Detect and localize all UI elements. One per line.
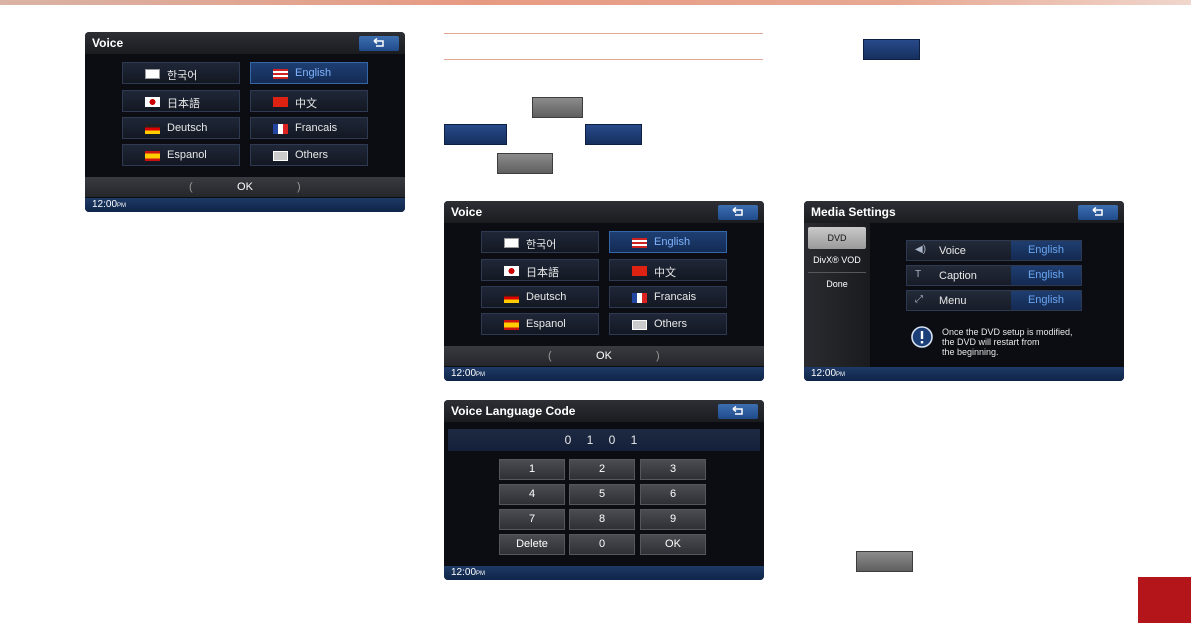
key-0[interactable]: 0: [569, 534, 635, 555]
china-flag-icon: [632, 266, 647, 276]
lang-english-button[interactable]: English: [250, 62, 368, 84]
us-flag-icon: [632, 238, 647, 248]
france-flag-icon: [632, 293, 647, 303]
key-2[interactable]: 2: [569, 459, 635, 480]
back-button[interactable]: [718, 205, 758, 220]
lang-japanese-button[interactable]: 日本語: [481, 259, 599, 281]
key-3[interactable]: 3: [640, 459, 706, 480]
dvd-restart-notice: Once the DVD setup is modified, the DVD …: [942, 327, 1073, 357]
lang-others-button[interactable]: Others: [250, 144, 368, 166]
blue-key-chip: [585, 124, 642, 145]
clock: 12:00: [451, 567, 477, 578]
ok-button[interactable]: (OK): [444, 346, 764, 366]
others-icon: [632, 320, 647, 330]
top-accent-bar: [0, 0, 1191, 5]
clock: 12:00: [811, 368, 837, 379]
lang-german-button[interactable]: Deutsch: [481, 286, 599, 308]
ok-button[interactable]: (OK): [85, 177, 405, 197]
germany-flag-icon: [145, 124, 160, 134]
lang-english-button[interactable]: English: [609, 231, 727, 253]
clock: 12:00: [92, 199, 118, 210]
tab-divx-vod[interactable]: DivX® VOD: [813, 255, 861, 265]
lang-others-button[interactable]: Others: [609, 313, 727, 335]
menu-icon: ⤢: [915, 294, 923, 305]
status-bar: 12:00PM: [804, 367, 1124, 381]
media-settings-screen: Media Settings DVD DivX® VOD Done ◀) Voi…: [804, 201, 1124, 381]
header-rule-top: [444, 33, 763, 34]
gray-key-chip: [856, 551, 913, 572]
voice-language-code-screen: Voice Language Code 0 1 0 1 1 2 3 4 5 6 …: [444, 400, 764, 580]
clock: 12:00: [451, 368, 477, 379]
media-title: Media Settings: [804, 201, 1124, 223]
voice-setting-row[interactable]: ◀) Voice English: [906, 240, 1082, 261]
gray-key-chip: [497, 153, 553, 174]
key-9[interactable]: 9: [640, 509, 706, 530]
key-5[interactable]: 5: [569, 484, 635, 505]
key-6[interactable]: 6: [640, 484, 706, 505]
korea-flag-icon: [504, 238, 519, 248]
speaker-icon: ◀): [915, 244, 927, 255]
germany-flag-icon: [504, 293, 519, 303]
caption-value: English: [1011, 266, 1081, 285]
ok-key[interactable]: OK: [640, 534, 706, 555]
back-button[interactable]: [1078, 205, 1118, 220]
blue-key-chip: [444, 124, 507, 145]
key-7[interactable]: 7: [499, 509, 565, 530]
lang-japanese-button[interactable]: 日本語: [122, 90, 240, 112]
lang-chinese-button[interactable]: 中文: [609, 259, 727, 281]
page-marker: [1138, 577, 1191, 623]
china-flag-icon: [273, 97, 288, 107]
japan-flag-icon: [145, 97, 160, 107]
lang-spanish-button[interactable]: Espanol: [481, 313, 599, 335]
voice-title: Voice: [444, 201, 764, 223]
lang-korean-button[interactable]: 한국어: [481, 231, 599, 253]
status-bar: 12:00PM: [85, 198, 405, 212]
back-arrow-icon: [732, 207, 743, 216]
us-flag-icon: [273, 69, 288, 79]
voice-screen-left: Voice 한국어 English 日本語 中文 Deutsch Francai…: [85, 32, 405, 212]
voice-title: Voice: [85, 32, 405, 54]
header-rule-bottom: [444, 59, 763, 60]
status-bar: 12:00PM: [444, 566, 764, 580]
lang-german-button[interactable]: Deutsch: [122, 117, 240, 139]
lang-spanish-button[interactable]: Espanol: [122, 144, 240, 166]
status-bar: 12:00PM: [444, 367, 764, 381]
voice-value: English: [1011, 241, 1081, 260]
back-arrow-icon: [373, 38, 384, 47]
lang-french-button[interactable]: Francais: [250, 117, 368, 139]
spain-flag-icon: [145, 151, 160, 161]
delete-key[interactable]: Delete: [499, 534, 565, 555]
key-1[interactable]: 1: [499, 459, 565, 480]
voice-screen-middle: Voice 한국어 English 日本語 中文 Deutsch Francai…: [444, 201, 764, 381]
key-4[interactable]: 4: [499, 484, 565, 505]
spain-flag-icon: [504, 320, 519, 330]
lang-french-button[interactable]: Francais: [609, 286, 727, 308]
japan-flag-icon: [504, 266, 519, 276]
france-flag-icon: [273, 124, 288, 134]
back-arrow-icon: [732, 406, 743, 415]
back-arrow-icon: [1092, 207, 1103, 216]
done-button[interactable]: Done: [808, 272, 866, 295]
tab-dvd[interactable]: DVD: [808, 227, 866, 249]
code-title: Voice Language Code: [444, 400, 764, 422]
others-icon: [273, 151, 288, 161]
korea-flag-icon: [145, 69, 160, 79]
blue-key-chip: [863, 39, 920, 60]
key-8[interactable]: 8: [569, 509, 635, 530]
menu-value: English: [1011, 291, 1081, 310]
lang-chinese-button[interactable]: 中文: [250, 90, 368, 112]
code-display: 0 1 0 1: [448, 429, 760, 451]
back-button[interactable]: [718, 404, 758, 419]
info-icon: [911, 326, 933, 348]
caption-icon: T: [915, 269, 922, 280]
back-button[interactable]: [359, 36, 399, 51]
lang-korean-button[interactable]: 한국어: [122, 62, 240, 84]
caption-setting-row[interactable]: T Caption English: [906, 265, 1082, 286]
menu-setting-row[interactable]: ⤢ Menu English: [906, 290, 1082, 311]
gray-key-chip: [532, 97, 583, 118]
